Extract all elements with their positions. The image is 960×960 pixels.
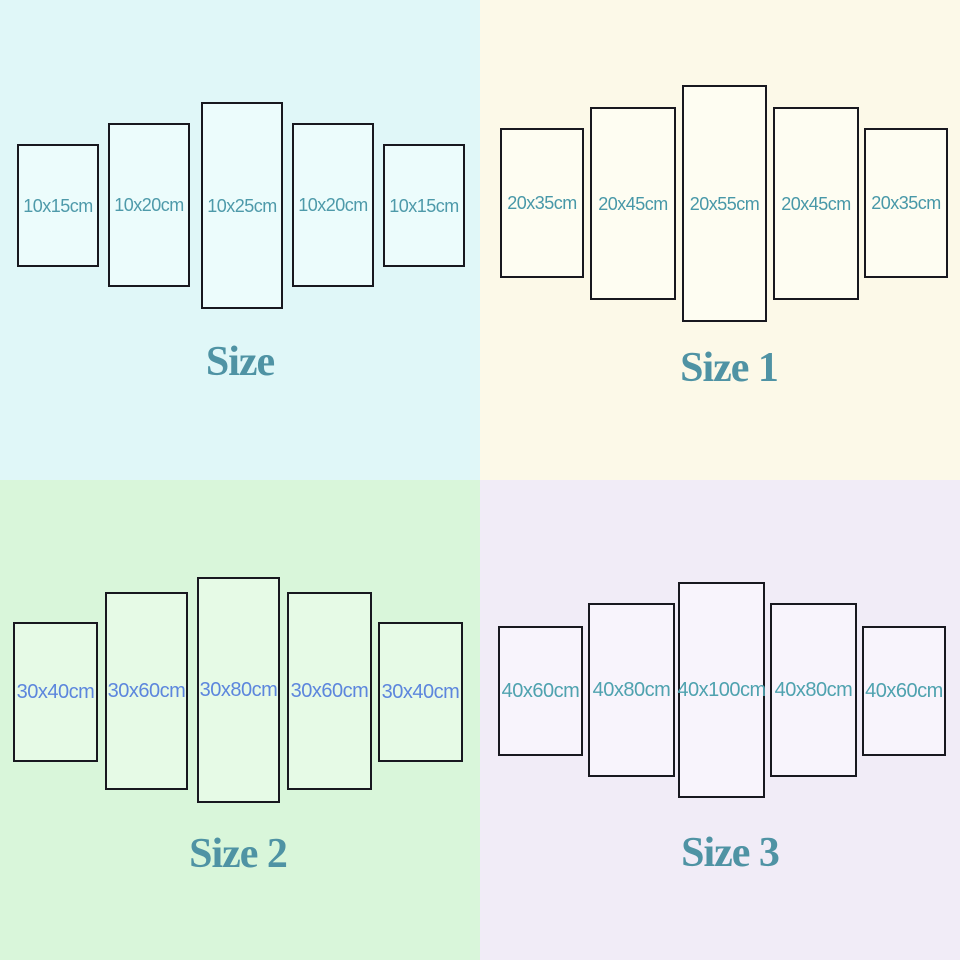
canvas-panel: 30x60cm (287, 592, 372, 790)
quadrant-title: Size (205, 339, 275, 385)
panel-size-label: 30x60cm (290, 680, 369, 702)
quadrant-title: Size 2 (189, 831, 288, 877)
panel-size-label: 20x55cm (689, 193, 760, 214)
quadrant-size-3: 40x60cm 40x80cm 40x100cm 40x80cm 40x60cm… (480, 480, 960, 960)
canvas-panel: 10x20cm (108, 123, 190, 287)
panel-size-label: 30x40cm (381, 681, 460, 703)
panel-size-label: 40x100cm (677, 679, 766, 701)
quadrant-size-2: 30x40cm 30x60cm 30x80cm 30x60cm 30x40cm … (0, 480, 480, 960)
panel-size-label: 10x15cm (389, 195, 459, 216)
canvas-panel: 40x80cm (770, 603, 857, 777)
panel-size-label: 20x35cm (507, 193, 577, 213)
panel-size-label: 40x80cm (592, 679, 671, 701)
panel-size-label: 40x60cm (501, 680, 580, 702)
quadrant-title: Size 3 (681, 830, 780, 876)
panel-size-label: 10x15cm (23, 195, 93, 216)
canvas-panel: 20x45cm (773, 107, 859, 300)
canvas-panel: 10x25cm (201, 102, 283, 309)
canvas-panel: 20x35cm (500, 128, 584, 278)
canvas-panel: 20x35cm (864, 128, 948, 278)
quadrant-size-1: 20x35cm 20x45cm 20x55cm 20x45cm 20x35cm … (480, 0, 960, 480)
panel-size-label: 40x60cm (865, 680, 943, 702)
canvas-panel: 30x40cm (13, 622, 98, 762)
panel-size-label: 30x60cm (107, 680, 186, 702)
panel-size-label: 10x20cm (114, 195, 184, 215)
canvas-panel: 10x15cm (383, 144, 465, 267)
panel-size-label: 20x45cm (598, 193, 668, 214)
panel-size-label: 20x35cm (871, 193, 941, 213)
panel-size-label: 40x80cm (774, 679, 853, 701)
canvas-panel: 40x100cm (677, 582, 766, 798)
canvas-panel: 20x45cm (590, 107, 676, 300)
canvas-panel: 30x80cm (197, 577, 280, 803)
canvas-panel: 20x55cm (682, 85, 767, 322)
panel-size-label: 10x20cm (298, 195, 368, 215)
canvas-panel: 30x60cm (105, 592, 188, 790)
panel-size-label: 10x25cm (207, 195, 277, 216)
canvas-panel: 40x60cm (498, 626, 583, 756)
panel-size-label: 30x80cm (199, 679, 278, 701)
canvas-panel: 30x40cm (378, 622, 463, 762)
canvas-panel: 40x60cm (862, 626, 946, 756)
canvas-panel: 40x80cm (588, 603, 675, 777)
quadrant-size: 10x15cm 10x20cm 10x25cm 10x20cm 10x15cm … (0, 0, 480, 480)
panel-size-label: 20x45cm (781, 193, 851, 214)
canvas-panel: 10x15cm (17, 144, 99, 267)
canvas-panel: 10x20cm (292, 123, 374, 287)
quadrant-title: Size 1 (680, 345, 779, 391)
panel-size-label: 30x40cm (16, 681, 95, 703)
